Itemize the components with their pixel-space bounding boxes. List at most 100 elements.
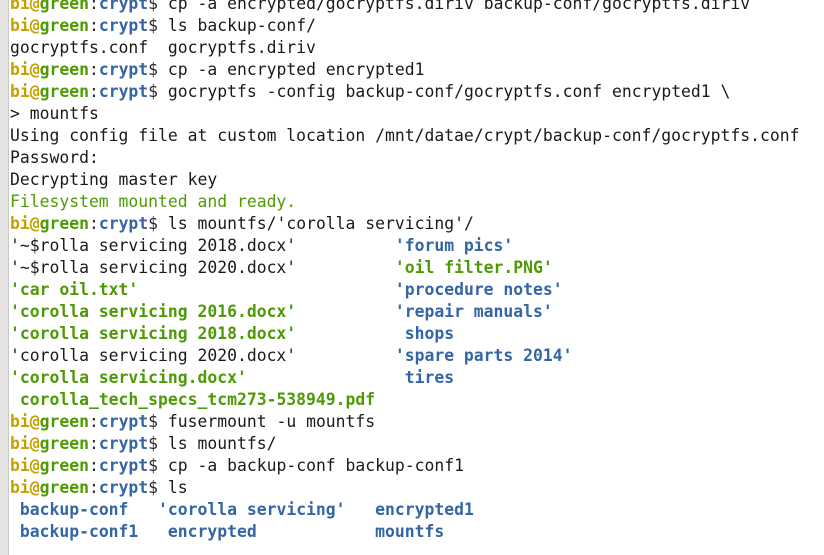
prompt-line: bi@green:crypt$ ls: [10, 477, 824, 499]
prompt-line: bi@green:crypt$ ls backup-conf/: [10, 15, 824, 37]
prompt-separator: :: [88, 412, 99, 431]
command-text: cp -a encrypted encrypted1: [167, 60, 425, 79]
output-line: 'corolla servicing.docx' tires: [10, 367, 824, 389]
prompt-separator: :: [88, 16, 99, 35]
output-text: [10, 500, 20, 519]
output-text: [346, 500, 376, 519]
output-text: Decrypting master key: [10, 170, 218, 189]
prompt-user: bi@: [10, 478, 40, 497]
command-text: ls backup-conf/: [167, 16, 316, 35]
output-line: gocryptfs.conf gocryptfs.diriv: [10, 37, 824, 59]
directory-entry: tires: [404, 368, 455, 387]
command-text: ls mountfs/'corolla servicing'/: [167, 214, 474, 233]
prompt-host: green: [39, 478, 89, 497]
prompt-path: crypt: [98, 214, 149, 233]
prompt-line: bi@green:crypt$ cp -a backup-conf backup…: [10, 455, 824, 477]
directory-entry: 'spare parts 2014': [394, 346, 573, 365]
prompt-path: crypt: [98, 82, 149, 101]
prompt-symbol: $: [148, 456, 168, 475]
file-entry: 'car oil.txt': [10, 280, 139, 299]
terminal-output[interactable]: bi@green:crypt$ cp -a encrypted/gocryptf…: [10, 0, 824, 555]
output-text: > mountfs: [10, 104, 99, 123]
output-text: Using config file at custom location /mn…: [10, 126, 800, 145]
output-line: '~$rolla servicing 2020.docx' 'oil filte…: [10, 257, 824, 279]
output-text: [10, 390, 20, 409]
prompt-separator: :: [88, 60, 99, 79]
prompt-host: green: [39, 456, 89, 475]
output-text: '~$rolla servicing 2018.docx': [10, 236, 395, 255]
output-line: Filesystem mounted and ready.: [10, 191, 824, 213]
prompt-line: bi@green:crypt$ fusermount -u mountfs: [10, 411, 824, 433]
prompt-line: bi@green:crypt$ ls mountfs/'corolla serv…: [10, 213, 824, 235]
output-text: [296, 324, 405, 343]
output-text: [10, 522, 20, 541]
prompt-path: crypt: [98, 478, 149, 497]
prompt-symbol: $: [148, 0, 168, 13]
command-text: gocryptfs -config backup-conf/gocryptfs.…: [167, 82, 731, 101]
command-text: ls mountfs/: [167, 434, 277, 453]
prompt-symbol: $: [148, 16, 168, 35]
directory-entry: backup-conf1: [19, 522, 139, 541]
prompt-path: crypt: [98, 456, 149, 475]
output-text: [257, 522, 375, 541]
prompt-host: green: [39, 434, 89, 453]
command-text: cp -a backup-conf backup-conf1: [167, 456, 464, 475]
prompt-path: crypt: [98, 434, 149, 453]
output-line: corolla_tech_specs_tcm273-538949.pdf: [10, 389, 824, 411]
output-text: '~$rolla servicing 2020.docx': [10, 258, 395, 277]
directory-entry: encrypted1: [375, 500, 474, 519]
directory-entry: backup-conf: [19, 500, 129, 519]
prompt-path: crypt: [98, 412, 149, 431]
output-line: 'corolla servicing 2016.docx' 'repair ma…: [10, 301, 824, 323]
output-text: 'corolla servicing 2020.docx': [10, 346, 395, 365]
prompt-path: crypt: [98, 16, 149, 35]
output-line: backup-conf 'corolla servicing' encrypte…: [10, 499, 824, 521]
directory-entry: mountfs: [375, 522, 445, 541]
prompt-user: bi@: [10, 0, 40, 13]
prompt-user: bi@: [10, 60, 40, 79]
prompt-separator: :: [88, 214, 99, 233]
output-line: 'car oil.txt' 'procedure notes': [10, 279, 824, 301]
prompt-user: bi@: [10, 412, 40, 431]
command-text: cp -a encrypted/gocryptfs.diriv backup-c…: [167, 0, 751, 13]
prompt-host: green: [39, 214, 89, 233]
file-entry: 'corolla servicing 2018.docx': [10, 324, 297, 343]
output-line: 'corolla servicing 2018.docx' shops: [10, 323, 824, 345]
prompt-symbol: $: [148, 434, 168, 453]
prompt-line: bi@green:crypt$ cp -a encrypted/gocryptf…: [10, 0, 824, 15]
prompt-line: bi@green:crypt$ gocryptfs -config backup…: [10, 81, 824, 103]
prompt-host: green: [39, 60, 89, 79]
prompt-user: bi@: [10, 456, 40, 475]
directory-entry: 'corolla servicing': [158, 500, 346, 519]
prompt-host: green: [39, 0, 89, 13]
output-text: gocryptfs.conf gocryptfs.diriv: [10, 38, 316, 57]
output-line: 'corolla servicing 2020.docx' 'spare par…: [10, 345, 824, 367]
prompt-user: bi@: [10, 16, 40, 35]
prompt-separator: :: [88, 456, 99, 475]
prompt-symbol: $: [148, 478, 168, 497]
output-text: [128, 500, 158, 519]
output-text: [138, 280, 395, 299]
prompt-user: bi@: [10, 82, 40, 101]
output-text: [247, 368, 405, 387]
output-line: Decrypting master key: [10, 169, 824, 191]
prompt-host: green: [39, 412, 89, 431]
output-line: backup-conf1 encrypted mountfs: [10, 521, 824, 543]
command-text: ls: [167, 478, 188, 497]
prompt-symbol: $: [148, 60, 168, 79]
directory-entry: encrypted: [167, 522, 257, 541]
prompt-path: crypt: [98, 60, 149, 79]
output-line: > mountfs: [10, 103, 824, 125]
output-text: [138, 522, 168, 541]
command-text: fusermount -u mountfs: [167, 412, 376, 431]
prompt-user: bi@: [10, 434, 40, 453]
prompt-separator: :: [88, 434, 99, 453]
file-entry: corolla_tech_specs_tcm273-538949.pdf: [19, 390, 376, 409]
output-line: '~$rolla servicing 2018.docx' 'forum pic…: [10, 235, 824, 257]
directory-entry: 'forum pics': [394, 236, 514, 255]
file-entry: 'corolla servicing 2016.docx': [10, 302, 297, 321]
output-line: Using config file at custom location /mn…: [10, 125, 824, 147]
prompt-separator: :: [88, 0, 99, 13]
prompt-host: green: [39, 82, 89, 101]
prompt-symbol: $: [148, 412, 168, 431]
